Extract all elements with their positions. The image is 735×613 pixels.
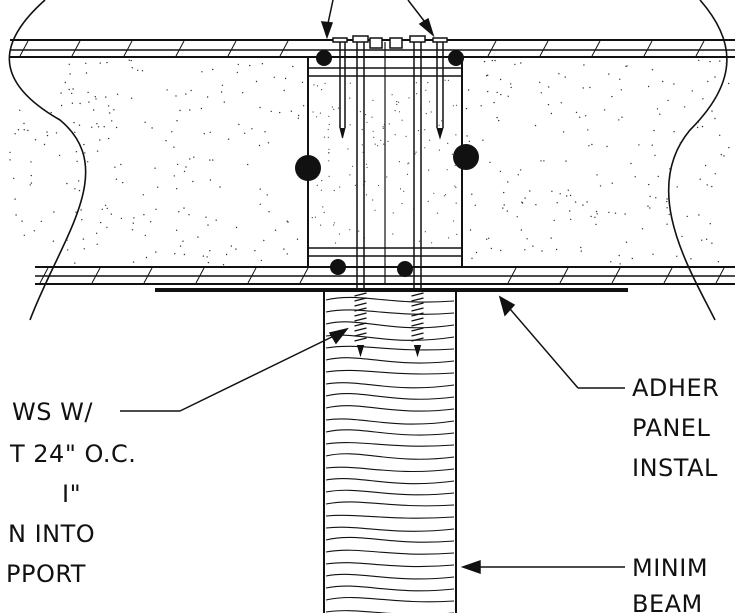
right-note-bottom-line-2: BEAM <box>632 590 703 613</box>
sealant-beads <box>295 50 479 277</box>
right-panel-break-curve <box>667 0 728 321</box>
sealant-bead-mid-left <box>295 155 321 181</box>
left-panel-break-curve <box>8 0 87 321</box>
spline-connector <box>307 42 463 285</box>
left-note: WS W/ T 24" O.C. I" N INTO PPORT <box>6 398 136 588</box>
right-note-top: ADHER PANEL INSTAL <box>632 374 719 482</box>
sealant-bead-bottom-right <box>397 261 413 277</box>
left-note-line-1: WS W/ <box>12 398 93 426</box>
wood-grain <box>325 296 455 613</box>
left-note-line-4: N INTO <box>8 520 95 548</box>
left-note-line-5: PPORT <box>6 560 86 588</box>
sealant-bead-bottom-left <box>330 259 346 275</box>
left-note-line-3: I" <box>62 480 81 508</box>
top-nails <box>332 37 448 140</box>
left-note-line-2: T 24" O.C. <box>9 440 136 468</box>
screw-threads <box>354 292 424 358</box>
skin-hatch <box>19 40 725 284</box>
right-note-bottom-line-1: MINIM <box>632 554 708 582</box>
right-note-top-line-2: PANEL <box>632 414 710 442</box>
sealant-bead-mid-right <box>453 144 479 170</box>
sealant-bead-top-left <box>316 50 332 66</box>
sealant-bead-top-right <box>448 50 464 66</box>
long-screws <box>352 35 426 290</box>
right-note-top-line-3: INSTAL <box>632 454 718 482</box>
right-note-top-line-1: ADHER <box>632 374 719 402</box>
support-beam <box>323 292 457 613</box>
right-note-bottom: MINIM BEAM <box>632 554 708 613</box>
leader-lines <box>120 0 625 575</box>
foam-stipple <box>9 59 730 266</box>
